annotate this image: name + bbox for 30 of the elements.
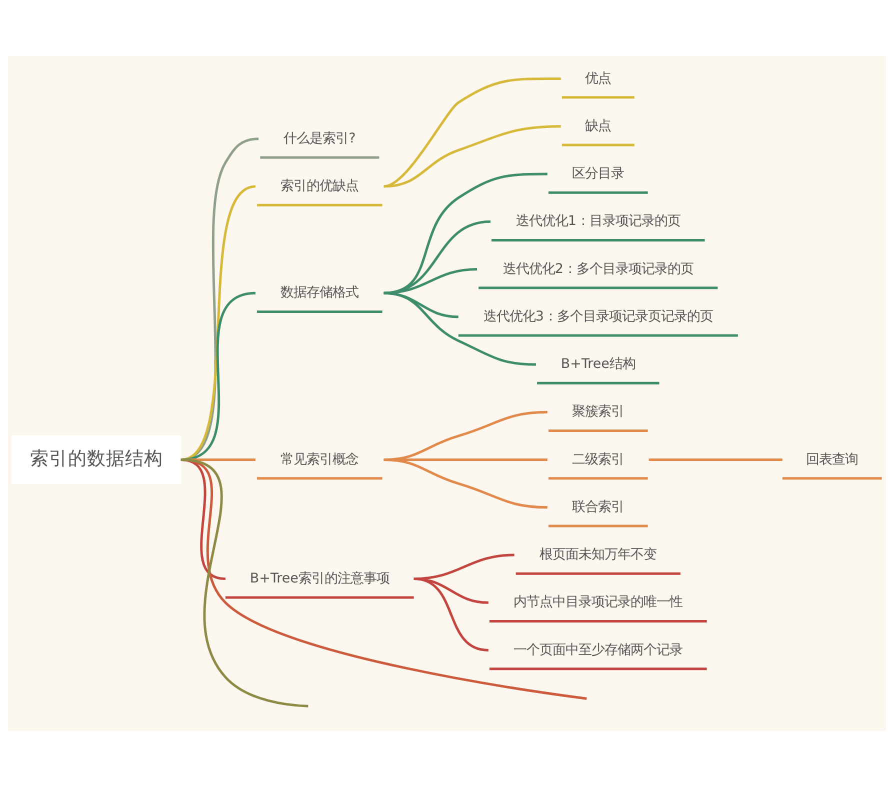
node-text: B+Tree索引的注意事项	[250, 570, 390, 586]
node-text: 迭代优化3：多个目录项记录页记录的页	[483, 308, 713, 324]
node-text: 优点	[585, 70, 612, 86]
node-text: 迭代优化2：多个目录项记录的页	[502, 261, 694, 276]
node-text: 根页面未知万年不变	[540, 547, 657, 562]
connector	[384, 124, 561, 188]
node-text: 什么是索引?	[284, 130, 356, 146]
node-box: 索引的数据结构	[12, 434, 182, 484]
connector	[414, 577, 489, 651]
connector	[180, 458, 308, 707]
node-text: 缺点	[585, 118, 612, 134]
node-text: 区分目录	[572, 166, 624, 182]
connector	[384, 268, 478, 294]
node-text: 一个页面中至少存储两个记录	[514, 642, 683, 658]
node-text: B+Tree结构	[560, 356, 636, 372]
node-text: 聚簇索引	[572, 404, 624, 420]
connector	[384, 458, 548, 508]
connector	[648, 458, 782, 460]
node-text: 常见索引概念	[280, 452, 359, 467]
node-text: 联合索引	[572, 499, 624, 514]
node-text: 二级索引	[572, 452, 624, 467]
connector	[384, 291, 536, 366]
node-text: 迭代优化1：目录项记录的页	[516, 214, 680, 229]
node-text: 索引的优缺点	[280, 178, 359, 194]
node-text: 数据存储格式	[280, 285, 359, 300]
connector	[384, 77, 561, 188]
connector	[384, 220, 491, 294]
connector	[384, 172, 548, 294]
node-text: 内节点中目录项记录的唯一性	[514, 594, 683, 610]
node-text: 回表查询	[806, 452, 858, 467]
